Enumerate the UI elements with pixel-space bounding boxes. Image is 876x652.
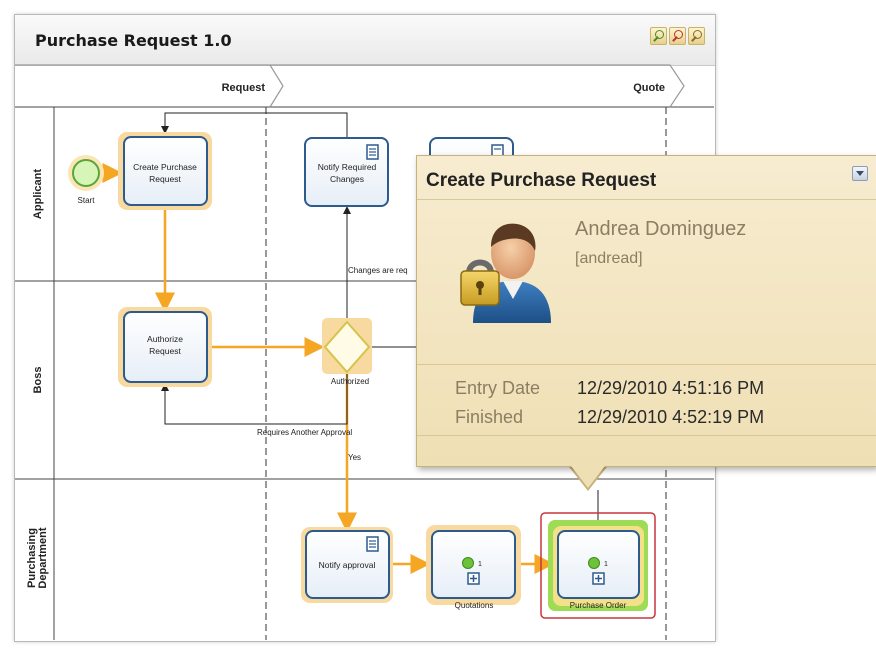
- phase-quote-chevron: [270, 64, 685, 108]
- tooltip-title: Create Purchase Request: [426, 170, 657, 191]
- script-icon: [366, 144, 379, 160]
- flow-label-another-approval: Requires Another Approval: [257, 428, 352, 437]
- phase-request-chevron: [15, 64, 284, 108]
- task-tooltip: Create Purchase Request Andrea Dominguez…: [416, 155, 876, 467]
- active-selection: [540, 512, 656, 619]
- zoom-controls: [650, 27, 705, 45]
- gateway-label: Authorized: [331, 377, 369, 386]
- purchase-order-count: 1: [604, 561, 608, 568]
- finished-label: Finished: [455, 407, 524, 427]
- start-label: Start: [78, 196, 96, 205]
- flow-label-yes: Yes: [348, 453, 361, 462]
- flow-label-changes: Changes are req: [348, 266, 408, 275]
- task-notify-approval-label: Notify approval: [319, 560, 376, 570]
- divider: [417, 199, 876, 200]
- phase-request: Request: [222, 82, 266, 94]
- zoom-out-icon[interactable]: [669, 27, 686, 45]
- lane-purchasing: Purchasing: [26, 528, 38, 588]
- phase-quote: Quote: [633, 82, 665, 94]
- entry-date-label: Entry Date: [455, 378, 541, 398]
- task-create-label-1: Create Purchase: [133, 162, 197, 172]
- finished-value: 12/29/2010 4:52:19 PM: [577, 407, 765, 427]
- task-create-label-2: Request: [149, 174, 181, 184]
- user-locked-avatar-icon: [460, 223, 551, 323]
- quotations-count: 1: [478, 561, 482, 568]
- task-authorize-label-1: Authorize: [147, 334, 183, 344]
- flow-gateway-reapprove: [161, 372, 348, 425]
- tooltip-pointer-fill: [568, 462, 608, 488]
- zoom-fit-icon[interactable]: [688, 27, 705, 45]
- user-login: [andread]: [575, 250, 643, 267]
- task-notify-changes-label-1: Notify Required: [318, 162, 377, 172]
- divider: [417, 364, 876, 365]
- script-icon: [366, 536, 379, 552]
- lane-applicant: Applicant: [32, 169, 44, 219]
- task-notify-changes-label-2: Changes: [330, 174, 364, 184]
- collapse-icon[interactable]: [852, 166, 868, 181]
- zoom-in-icon[interactable]: [650, 27, 667, 45]
- entry-date-value: 12/29/2010 4:51:16 PM: [577, 378, 765, 398]
- diagram-title: Purchase Request 1.0: [35, 31, 232, 50]
- gateway-authorized[interactable]: [323, 320, 371, 374]
- start-event[interactable]: [72, 159, 100, 187]
- flow-notify-create: [161, 112, 348, 138]
- task-authorize-request[interactable]: [123, 311, 208, 383]
- multi-instance-icon: [462, 557, 474, 569]
- lane-department: Department: [37, 527, 49, 588]
- title-bar: Purchase Request 1.0: [15, 15, 715, 66]
- purchase-order-label: Purchase Order: [570, 601, 627, 610]
- divider: [417, 435, 876, 436]
- user-name: Andrea Dominguez: [575, 218, 747, 240]
- quotations-label: Quotations: [455, 601, 494, 610]
- lane-boss: Boss: [32, 367, 44, 394]
- task-authorize-label-2: Request: [149, 346, 181, 356]
- multi-instance-icon: [588, 557, 600, 569]
- task-create-request[interactable]: [123, 136, 208, 206]
